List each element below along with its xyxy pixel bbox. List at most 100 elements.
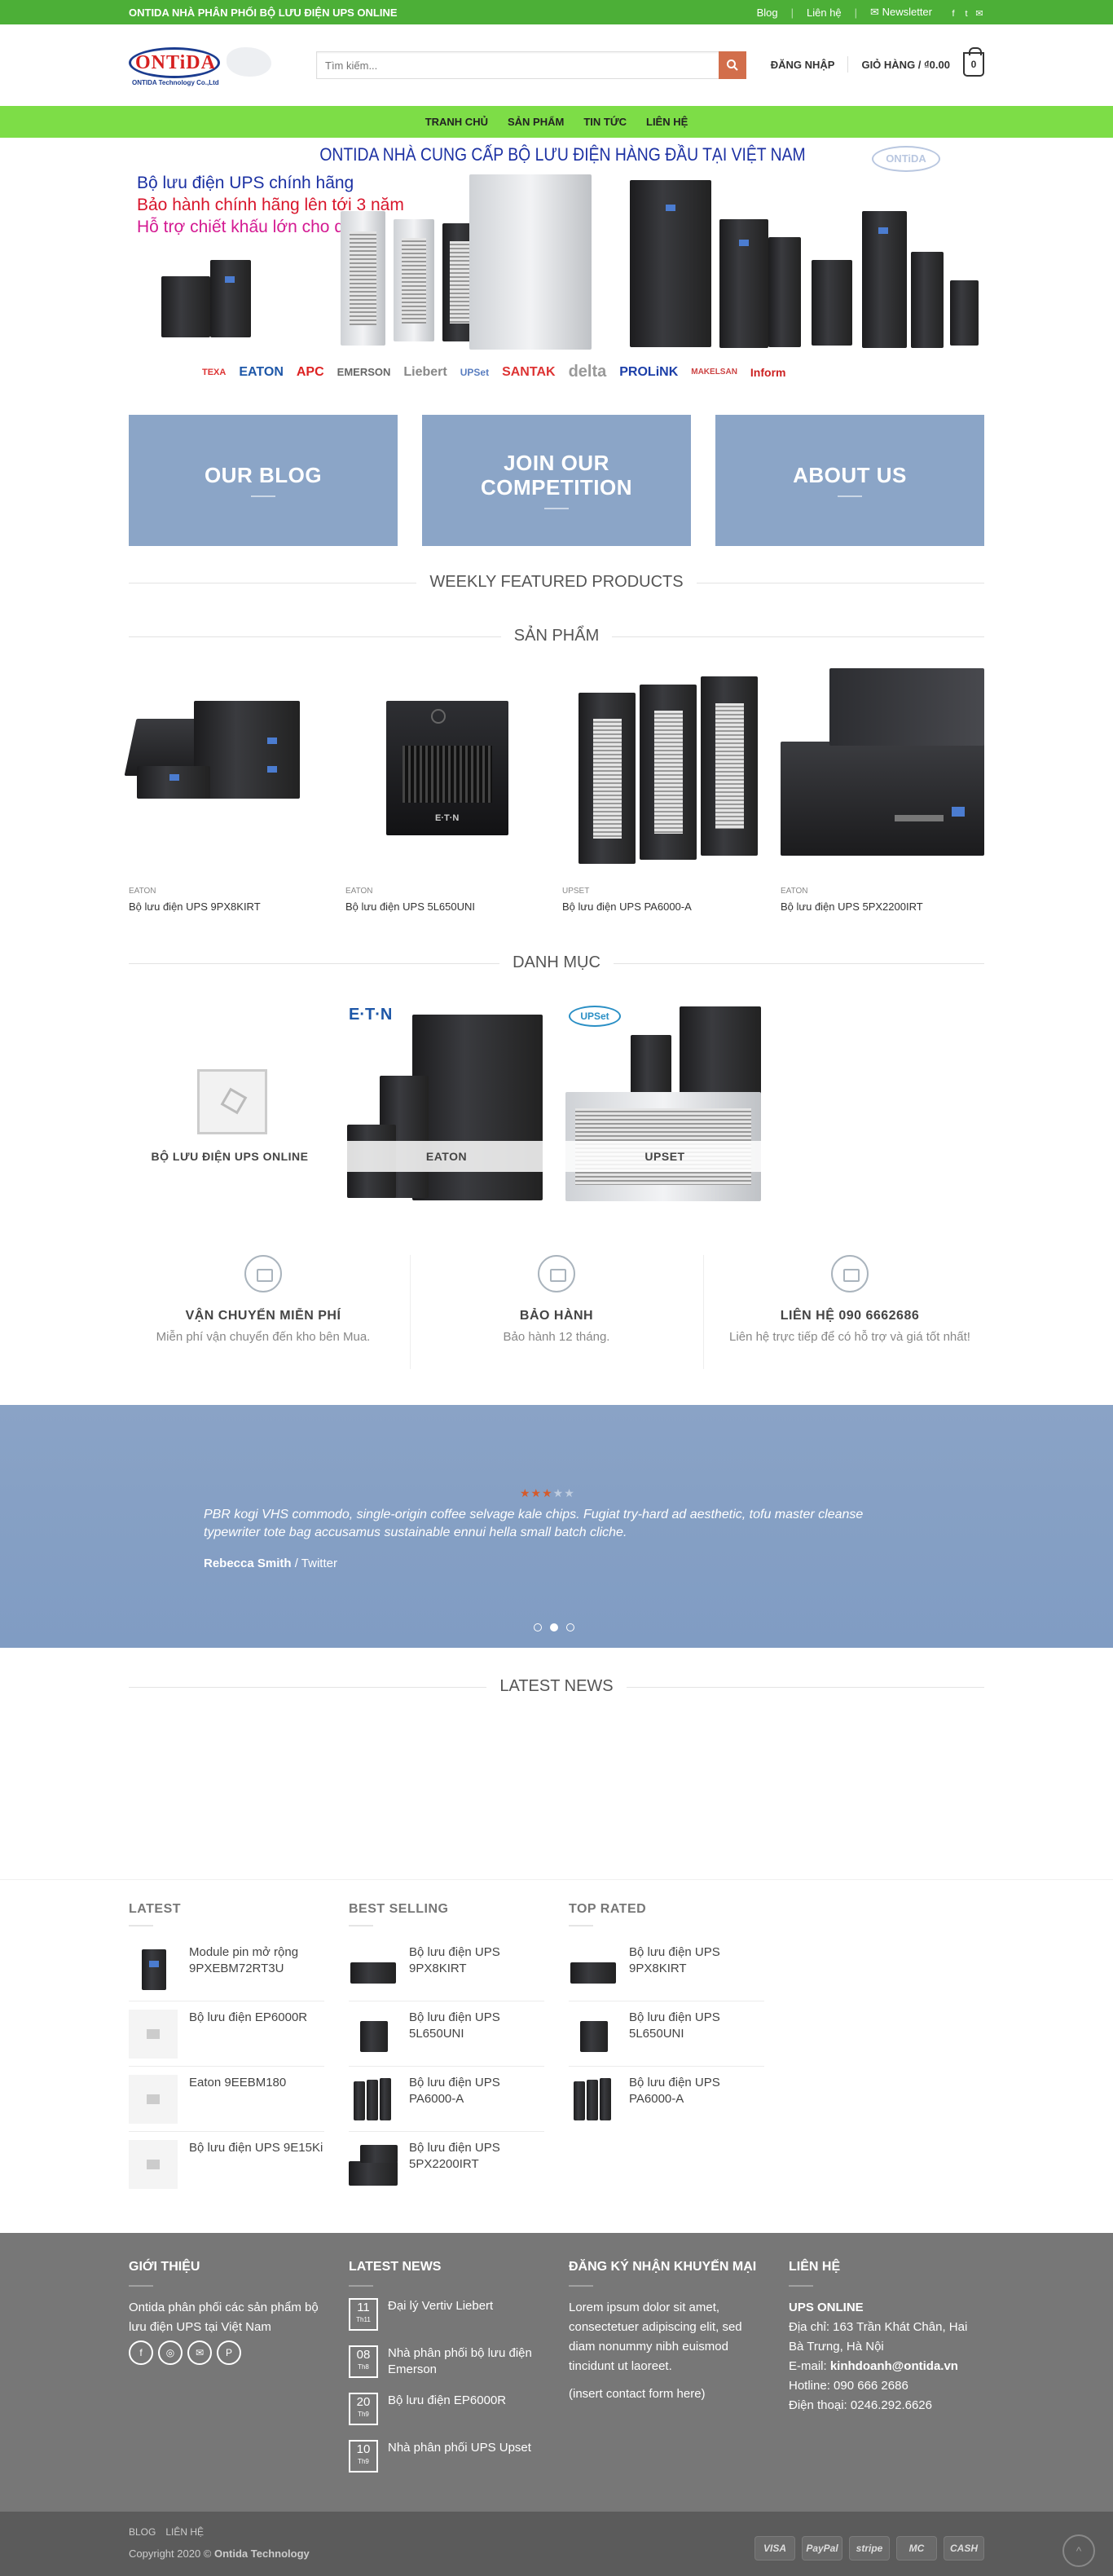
brand-logo: TEXA — [202, 367, 227, 377]
list-item[interactable]: Bộ lưu điện UPS 9PX8KIRT — [349, 1936, 544, 2001]
list-item[interactable]: Bộ lưu điện UPS 5L650UNI — [569, 2001, 764, 2067]
product-name[interactable]: Bộ lưu điện UPS 5PX2200IRT — [781, 900, 923, 913]
promo-blog[interactable]: OUR BLOG — [129, 415, 398, 546]
product-thumb[interactable] — [569, 1944, 618, 1993]
cart-link[interactable]: GIỎ HÀNG / ₫0.00 — [861, 58, 950, 71]
product-card[interactable]: EATON Bộ lưu điện UPS 9PX8KIRT — [124, 668, 332, 913]
nav-item-news[interactable]: TIN TỨC — [583, 116, 627, 128]
email-icon[interactable]: ✉ — [187, 2340, 212, 2365]
product-link[interactable]: Eaton 9EEBM180 — [189, 2076, 287, 2089]
promo-divider — [251, 495, 275, 498]
category-eaton[interactable]: E·T·N EATON — [347, 1002, 546, 1201]
list-item[interactable]: Bộ lưu điện UPS PA6000-A — [349, 2067, 544, 2132]
product-name[interactable]: Bộ lưu điện UPS 9PX8KIRT — [129, 900, 261, 913]
news-link[interactable]: Đại lý Vertiv Liebert — [388, 2299, 494, 2313]
product-link[interactable]: Bộ lưu điện UPS 9E15Ki — [189, 2141, 323, 2155]
product-thumb[interactable] — [569, 2010, 618, 2059]
promo-about[interactable]: ABOUT US — [715, 415, 984, 546]
list-item[interactable]: Bộ lưu điện UPS 9PX8KIRT — [569, 1936, 764, 2001]
product-link[interactable]: Bộ lưu điện UPS PA6000-A — [629, 2076, 720, 2106]
news-link[interactable]: Bộ lưu điện EP6000R — [388, 2393, 507, 2407]
pinterest-icon[interactable]: P — [217, 2340, 241, 2365]
search-button[interactable] — [719, 51, 746, 79]
twitter-icon[interactable]: t — [965, 8, 968, 19]
product-image[interactable] — [562, 668, 766, 888]
product-link[interactable]: Bộ lưu điện EP6000R — [189, 2010, 308, 2024]
product-thumb[interactable] — [349, 1944, 398, 1993]
product-category[interactable]: EATON — [345, 887, 373, 896]
list-item[interactable]: Eaton 9EEBM180 — [129, 2067, 324, 2132]
product-link[interactable]: Module pin mở rộng 9PXEBM72RT3U — [189, 1945, 299, 1975]
category-upset[interactable]: UPSet UPSET — [565, 1002, 764, 1201]
feature-desc: Miễn phí vận chuyển đến kho bên Mua. — [156, 1330, 371, 1344]
back-to-top-button[interactable]: ^ — [1062, 2534, 1095, 2567]
email-link[interactable]: kinhdoanh@ontida.vn — [829, 2359, 958, 2373]
slider-dot[interactable] — [534, 1623, 542, 1631]
top-blog-link[interactable]: Blog — [756, 6, 778, 19]
contact-email: E-mail: kinhdoanh@ontida.vn — [789, 2357, 984, 2376]
newsletter-link[interactable]: ✉ Newsletter — [870, 6, 932, 19]
placeholder-image-icon[interactable] — [129, 2075, 178, 2124]
cart-icon[interactable]: 0 — [963, 47, 984, 77]
list-item[interactable]: Bộ lưu điện UPS PA6000-A — [569, 2067, 764, 2132]
email-icon[interactable]: ✉ — [975, 8, 983, 19]
product-link[interactable]: Bộ lưu điện UPS 9PX8KIRT — [629, 1945, 720, 1975]
site-logo[interactable]: ONTiDA ONTIDA Technology Co.,Ltd — [129, 42, 271, 90]
promo-competition[interactable]: JOIN OUR COMPETITION — [422, 415, 691, 546]
news-link[interactable]: Nhà phân phối bộ lưu điện Emerson — [388, 2346, 532, 2376]
nav-item-products[interactable]: SẢN PHẨM — [507, 116, 565, 128]
footer-blog-link[interactable]: BLOG — [129, 2526, 156, 2538]
product-category[interactable]: EATON — [781, 887, 808, 896]
footer-contact-link[interactable]: LIÊN HỆ — [165, 2526, 205, 2538]
product-card[interactable]: E·T·N EATON Bộ lưu điện UPS 5L650UNI — [345, 668, 549, 913]
product-category[interactable]: EATON — [129, 887, 156, 896]
widget-best-selling: BEST SELLING Bộ lưu điện UPS 9PX8KIRT Bộ… — [349, 1902, 544, 2197]
product-link[interactable]: Bộ lưu điện UPS PA6000-A — [409, 2076, 500, 2106]
product-thumb[interactable] — [349, 2075, 398, 2124]
slider-dot[interactable] — [566, 1623, 574, 1631]
product-image[interactable] — [124, 668, 332, 888]
product-thumb[interactable] — [349, 2010, 398, 2059]
product-link[interactable]: Bộ lưu điện UPS 5L650UNI — [409, 2010, 500, 2041]
product-image[interactable] — [781, 668, 984, 888]
news-link[interactable]: Nhà phân phối UPS Upset — [388, 2441, 531, 2455]
product-link[interactable]: Bộ lưu điện UPS 5L650UNI — [629, 2010, 720, 2041]
top-contact-link[interactable]: Liên hệ — [807, 6, 842, 19]
product-image[interactable]: E·T·N — [345, 668, 549, 888]
product-thumb[interactable] — [129, 1944, 178, 1993]
divider: | — [790, 6, 794, 19]
list-item[interactable]: Bộ lưu điện EP6000R — [129, 2001, 324, 2067]
product-category[interactable]: UPSET — [562, 887, 590, 896]
widget-title: LATEST — [129, 1902, 324, 1926]
product-thumb[interactable] — [569, 2075, 618, 2124]
list-item[interactable]: Bộ lưu điện UPS 5L650UNI — [349, 2001, 544, 2067]
nav-item-home[interactable]: TRANH CHỦ — [425, 116, 488, 128]
product-name[interactable]: Bộ lưu điện UPS 5L650UNI — [345, 900, 476, 913]
product-card[interactable]: EATON Bộ lưu điện UPS 5PX2200IRT — [781, 668, 984, 913]
slider-dot-active[interactable] — [550, 1623, 558, 1631]
star-rating: ★★★★★ — [520, 1486, 575, 1499]
product-thumb[interactable] — [349, 2140, 398, 2189]
category-ups-online[interactable]: BỘ LƯU ĐIỆN UPS ONLINE — [130, 1002, 329, 1201]
list-item[interactable]: Bộ lưu điện UPS 9E15Ki — [129, 2132, 324, 2197]
facebook-icon[interactable]: f — [952, 8, 955, 19]
hero-banner[interactable]: ONTIDA NHÀ CUNG CẤP BỘ LƯU ĐIỆN HÀNG ĐẦU… — [129, 138, 996, 390]
product-link[interactable]: Bộ lưu điện UPS 9PX8KIRT — [409, 1945, 500, 1975]
product-link[interactable]: Bộ lưu điện UPS 5PX2200IRT — [409, 2141, 500, 2171]
login-link[interactable]: ĐĂNG NHẬP — [770, 58, 835, 71]
product-name[interactable]: Bộ lưu điện UPS PA6000-A — [562, 900, 692, 913]
product-card[interactable]: UPSET Bộ lưu điện UPS PA6000-A — [562, 668, 766, 913]
testimonial-slider[interactable]: ★★★★★ PBR kogi VHS commodo, single-origi… — [0, 1405, 1113, 1648]
placeholder-image-icon[interactable] — [129, 2140, 178, 2189]
search-input[interactable] — [317, 52, 718, 78]
nav-item-contact[interactable]: LIÊN HỆ — [646, 116, 688, 128]
facebook-icon[interactable]: f — [129, 2340, 153, 2365]
list-item[interactable]: Module pin mở rộng 9PXEBM72RT3U — [129, 1936, 324, 2001]
instagram-icon[interactable]: ◎ — [158, 2340, 183, 2365]
placeholder-image-icon[interactable] — [129, 2010, 178, 2059]
list-item[interactable]: Bộ lưu điện UPS 5PX2200IRT — [349, 2132, 544, 2197]
